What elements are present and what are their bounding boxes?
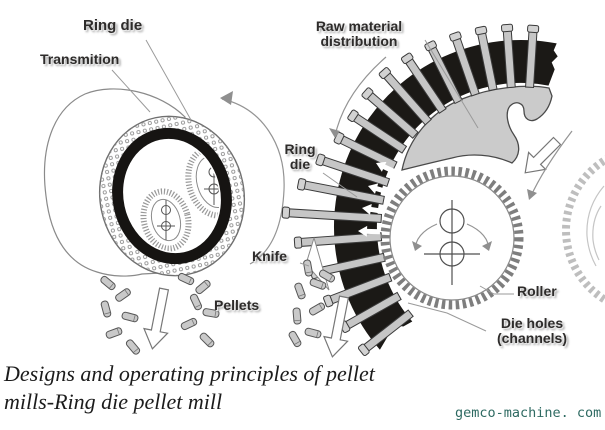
die-ring xyxy=(112,127,232,265)
drum-rotation-arrow xyxy=(220,91,285,265)
label-ring-die-right-line2: die xyxy=(289,156,311,172)
die-face xyxy=(98,115,246,277)
raw-material-blob xyxy=(401,85,553,171)
label-raw-material: Raw material distribution xyxy=(300,19,418,49)
label-knife: Knife xyxy=(252,248,287,264)
secondary-roller-gear xyxy=(562,155,605,305)
ring-die-drum xyxy=(43,88,285,277)
caption-line1: Designs and operating principles of pell… xyxy=(4,361,375,386)
label-ring-die-left: Ring die xyxy=(83,17,143,34)
label-raw-material-line2: distribution xyxy=(320,33,398,49)
label-transmission: Transmition xyxy=(40,51,120,67)
roller-gear xyxy=(380,166,524,310)
rotation-arrow-outer xyxy=(329,56,387,138)
label-ring-die-right-line1: Ring xyxy=(284,141,316,157)
flow-arrow-between-gears xyxy=(527,130,573,200)
label-die-holes-line2: (channels) xyxy=(496,330,567,346)
label-die-holes: Die holes (channels) xyxy=(486,316,578,346)
leader-lines xyxy=(111,39,514,332)
die-pins xyxy=(281,23,540,357)
label-ring-die-right: Ring die xyxy=(276,142,324,172)
label-die-holes-line1: Die holes xyxy=(500,315,564,331)
label-pellets: Pellets xyxy=(214,297,260,313)
feed-flow-arrow xyxy=(524,136,562,174)
label-roller: Roller xyxy=(517,283,557,299)
pellet-flow-arrow-left xyxy=(143,287,169,350)
caption-line2: mills-Ring die pellet mill xyxy=(4,389,223,414)
watermark-url: gemco-machine. com xyxy=(455,405,602,421)
label-raw-material-line1: Raw material xyxy=(315,18,403,34)
